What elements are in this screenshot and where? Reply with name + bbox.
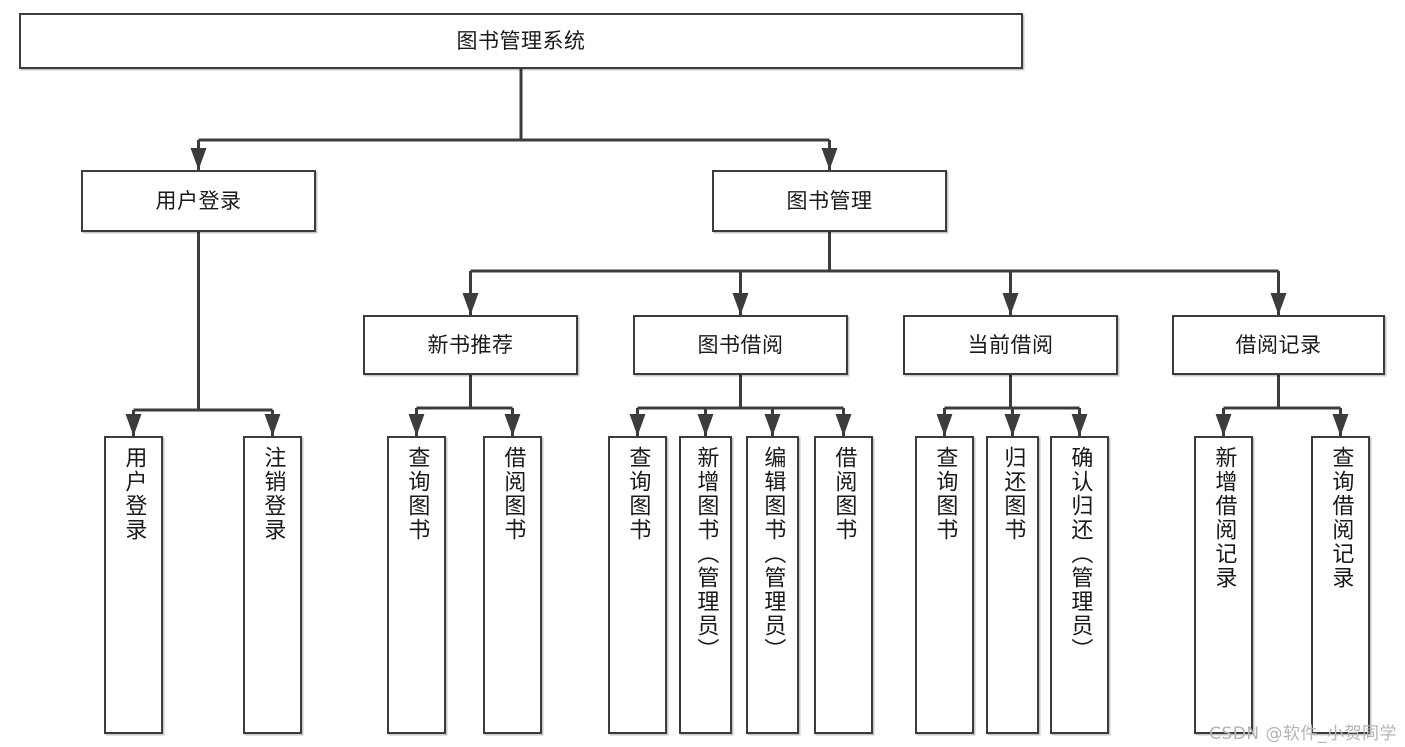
node-leaf-cu2[interactable]: 归还图书	[986, 436, 1039, 734]
node-bookmgmt[interactable]: 图书管理	[712, 170, 947, 232]
node-label: 借阅图书	[500, 446, 526, 542]
node-borrow[interactable]: 图书借阅	[633, 315, 848, 375]
node-label: 查询借阅记录	[1328, 446, 1354, 590]
arrowhead-icon	[821, 148, 838, 170]
node-label: 归还图书	[1000, 446, 1026, 542]
arrowhead-icon	[936, 414, 953, 436]
node-leaf-br2[interactable]: 新增图书（管理员）	[679, 436, 732, 734]
arrowhead-icon	[1332, 414, 1349, 436]
node-records[interactable]: 借阅记录	[1172, 315, 1385, 375]
arrowhead-icon	[462, 293, 479, 315]
node-label: 查询图书	[932, 446, 958, 542]
arrowhead-icon	[504, 414, 521, 436]
node-label: 新书推荐	[427, 332, 514, 357]
arrowhead-icon	[1002, 293, 1019, 315]
node-label: 查询图书	[625, 446, 651, 542]
arrowhead-icon	[1270, 293, 1287, 315]
node-label: 确认归还（管理员）	[1067, 446, 1093, 662]
node-label: 注销登录	[260, 446, 286, 542]
arrowhead-icon	[190, 148, 207, 170]
arrowhead-icon	[1004, 414, 1021, 436]
arrowhead-icon	[264, 414, 281, 436]
node-label: 查询图书	[404, 446, 430, 542]
node-leaf-nb1[interactable]: 查询图书	[387, 436, 446, 734]
arrowhead-icon	[697, 414, 714, 436]
node-label: 新增借阅记录	[1211, 446, 1237, 590]
node-leaf-cu1[interactable]: 查询图书	[915, 436, 974, 734]
arrowhead-icon	[1215, 414, 1232, 436]
arrowhead-icon	[125, 414, 142, 436]
arrowhead-icon	[1071, 414, 1088, 436]
arrowhead-icon	[408, 414, 425, 436]
node-newbook[interactable]: 新书推荐	[363, 315, 578, 375]
arrowhead-icon	[732, 293, 749, 315]
node-leaf-rc1[interactable]: 新增借阅记录	[1194, 436, 1253, 734]
node-leaf-login2[interactable]: 注销登录	[243, 436, 302, 734]
arrowhead-icon	[629, 414, 646, 436]
node-leaf-br4[interactable]: 借阅图书	[814, 436, 873, 734]
arrowhead-icon	[764, 414, 781, 436]
watermark-label: CSDN @软件_小贺同学	[1209, 724, 1397, 744]
arrowhead-icon	[835, 414, 852, 436]
node-current[interactable]: 当前借阅	[903, 315, 1118, 375]
node-label: 图书管理系统	[456, 28, 586, 53]
node-label: 用户登录	[155, 188, 242, 213]
node-leaf-cu3[interactable]: 确认归还（管理员）	[1050, 436, 1109, 734]
node-leaf-br1[interactable]: 查询图书	[608, 436, 667, 734]
node-label: 新增图书（管理员）	[693, 446, 719, 662]
node-label: 图书借阅	[697, 332, 784, 357]
node-label: 借阅图书	[831, 446, 857, 542]
node-leaf-login1[interactable]: 用户登录	[104, 436, 163, 734]
node-leaf-rc2[interactable]: 查询借阅记录	[1311, 436, 1370, 734]
node-label: 编辑图书（管理员）	[760, 446, 786, 662]
node-leaf-nb2[interactable]: 借阅图书	[483, 436, 542, 734]
node-login[interactable]: 用户登录	[81, 170, 316, 232]
node-label: 当前借阅	[967, 332, 1054, 357]
node-root[interactable]: 图书管理系统	[19, 13, 1023, 69]
node-label: 借阅记录	[1235, 332, 1322, 357]
node-leaf-br3[interactable]: 编辑图书（管理员）	[746, 436, 799, 734]
node-label: 图书管理	[786, 188, 873, 213]
node-label: 用户登录	[121, 446, 147, 542]
